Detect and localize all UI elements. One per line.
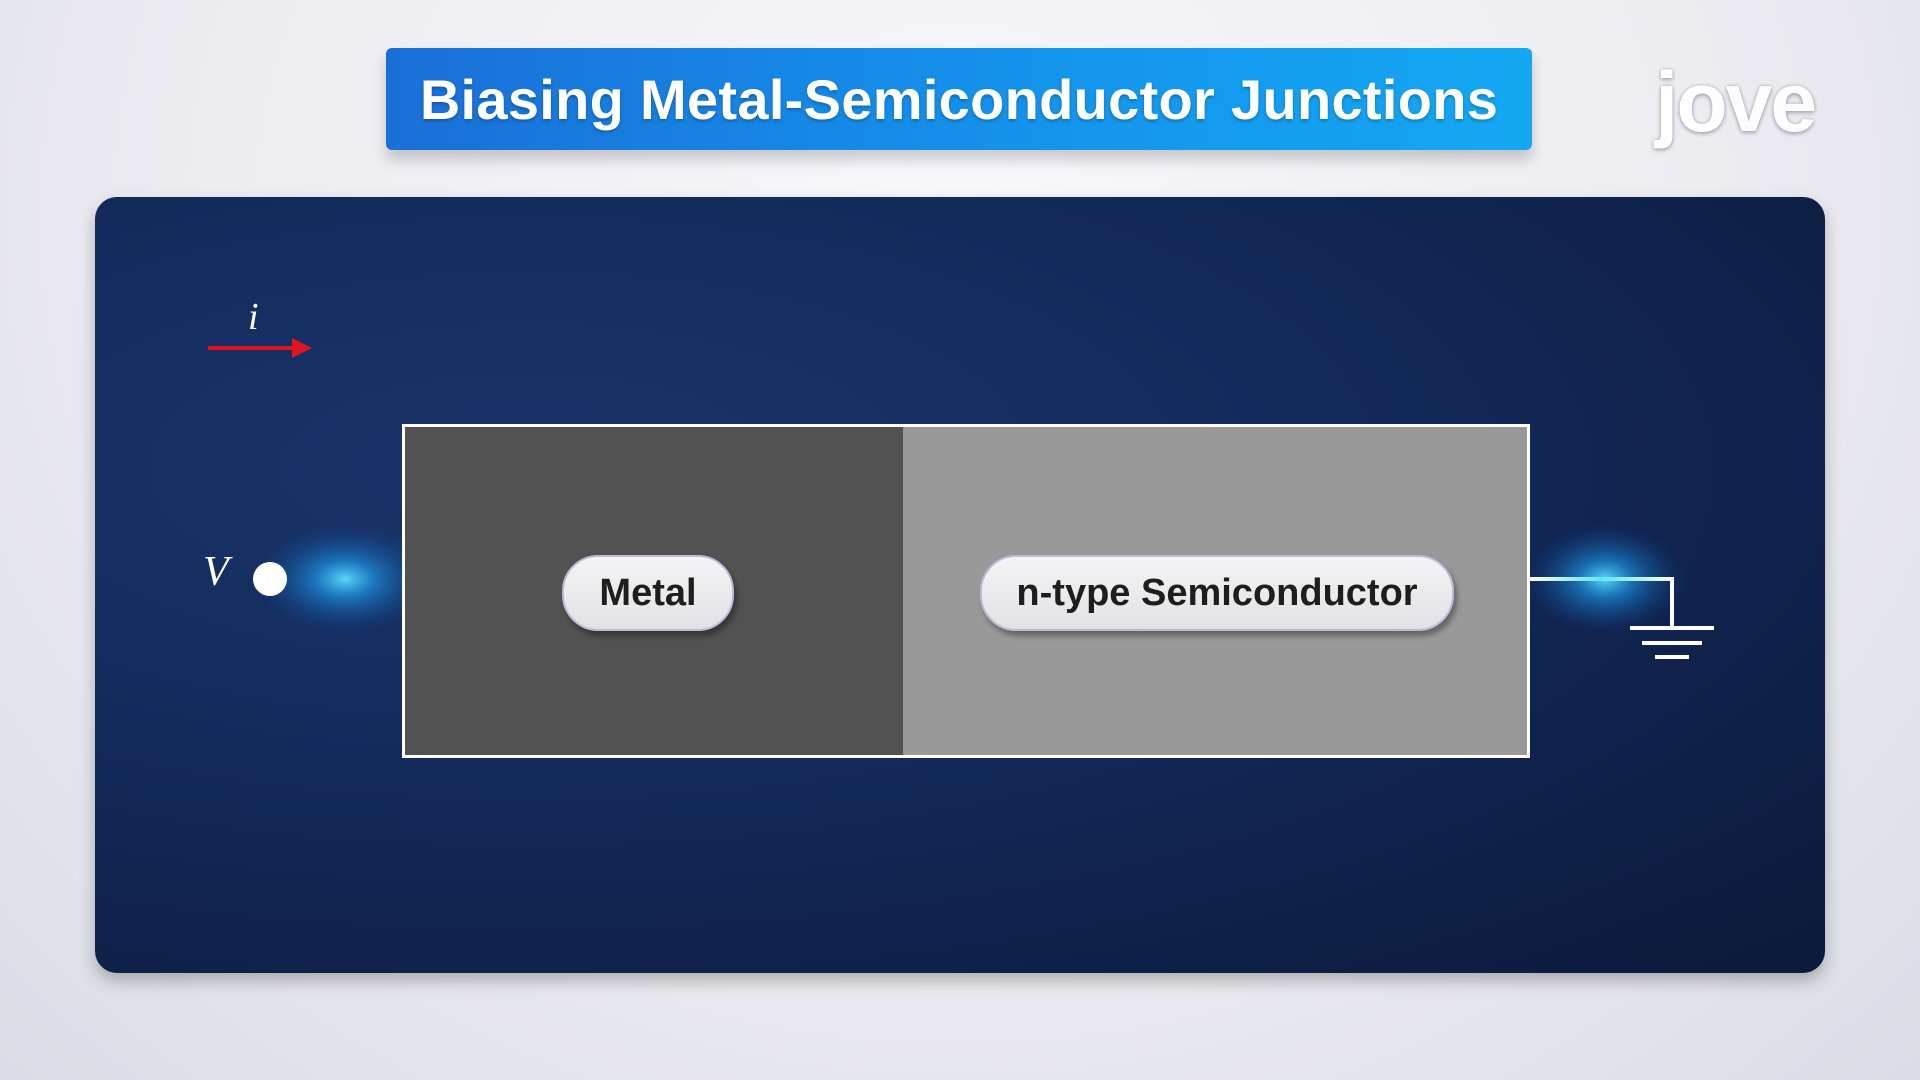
- jove-logo: jove: [1655, 55, 1817, 149]
- title-banner: Biasing Metal-Semiconductor Junctions: [386, 48, 1532, 150]
- voltage-label: V: [203, 549, 229, 595]
- semiconductor-label: n-type Semiconductor: [980, 555, 1454, 631]
- right-wire: [1530, 577, 1674, 628]
- ground-icon: [1630, 626, 1714, 659]
- page-title: Biasing Metal-Semiconductor Junctions: [419, 67, 1499, 131]
- metal-label: Metal: [562, 555, 734, 631]
- current-label: i: [248, 296, 259, 338]
- voltage-terminal: [253, 562, 287, 596]
- current-arrow-icon: [208, 338, 312, 358]
